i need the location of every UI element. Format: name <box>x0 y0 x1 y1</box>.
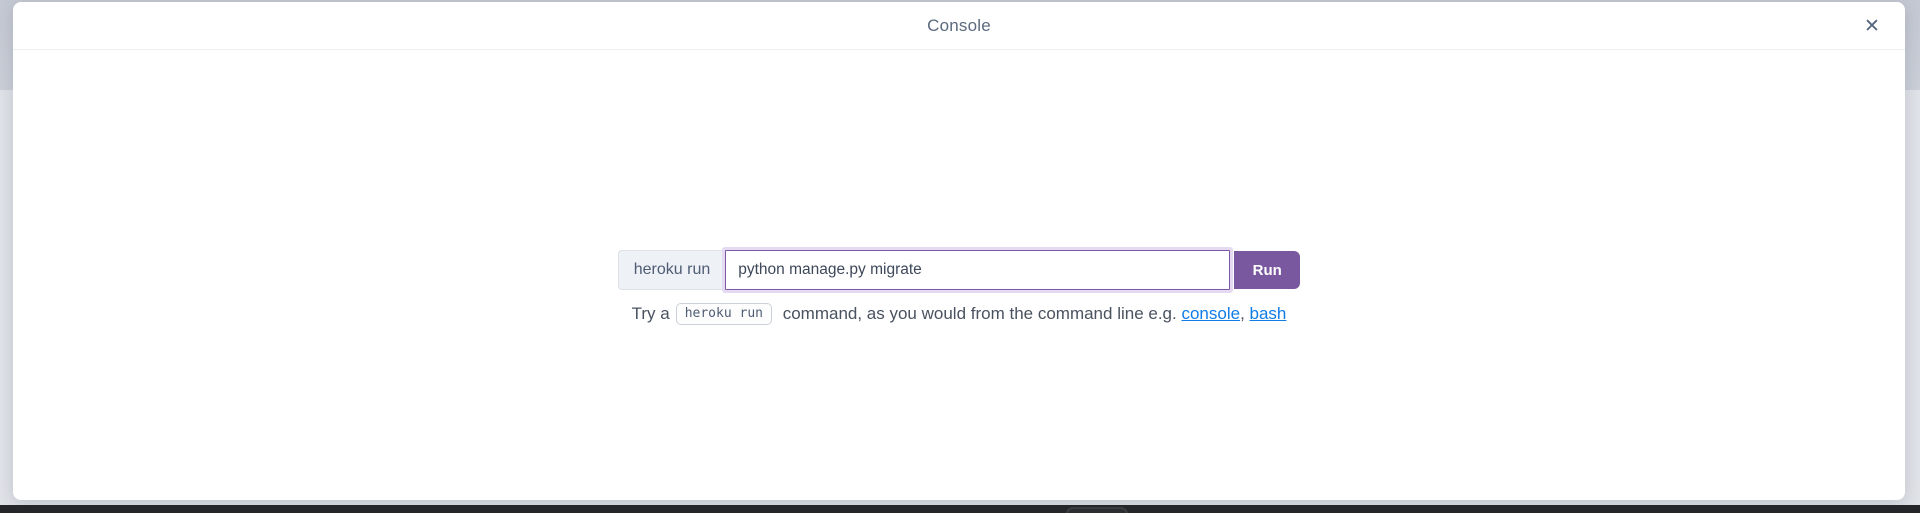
console-link[interactable]: console <box>1181 304 1241 323</box>
modal-title: Console <box>927 15 991 35</box>
command-input[interactable] <box>725 250 1231 290</box>
modal-body: heroku run Run Try a heroku run command,… <box>13 50 1905 499</box>
help-text: Try a heroku run command, as you would f… <box>631 303 1287 325</box>
command-row: heroku run Run <box>617 250 1301 290</box>
help-text-after: command, as you would from the command l… <box>777 304 1182 323</box>
command-prefix-label: heroku run <box>617 250 726 290</box>
console-modal: Console ✕ heroku run Run Try a heroku ru… <box>13 2 1905 500</box>
taskbar-item[interactable] <box>1066 507 1128 513</box>
run-button[interactable]: Run <box>1234 251 1301 289</box>
help-text-separator: , <box>1240 304 1250 323</box>
close-icon[interactable]: ✕ <box>1855 9 1889 43</box>
help-text-before: Try a <box>631 304 670 323</box>
modal-header: Console ✕ <box>13 2 1905 50</box>
heroku-run-code-chip: heroku run <box>675 303 772 325</box>
bash-link[interactable]: bash <box>1249 304 1287 323</box>
console-content: heroku run Run Try a heroku run command,… <box>13 250 1905 325</box>
taskbar <box>0 505 1920 513</box>
